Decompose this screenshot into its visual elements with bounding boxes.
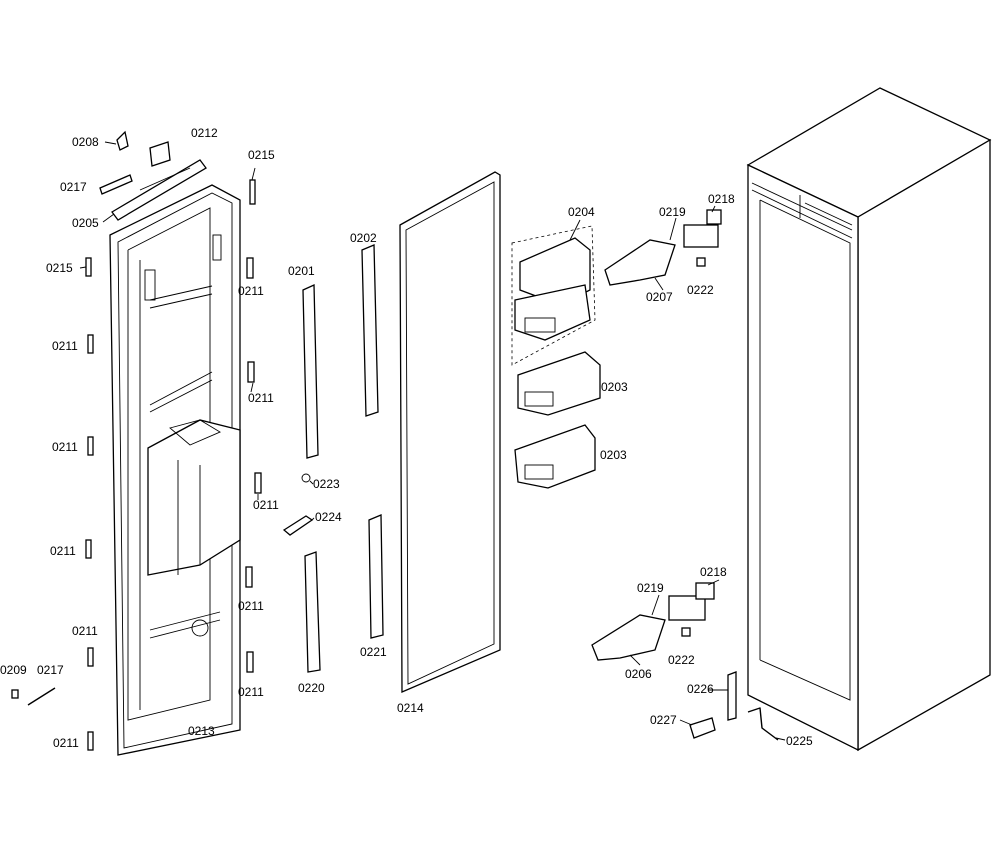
small-clips-middle: [245, 179, 314, 673]
part-label-0219: 0219: [659, 205, 686, 219]
part-label-0204: 0204: [568, 205, 595, 219]
part-label-0202: 0202: [350, 231, 377, 245]
cabinet-body: [746, 87, 992, 752]
part-label-0222: 0222: [687, 283, 714, 297]
part-label-0220: 0220: [298, 681, 325, 695]
part-label-0203: 0203: [601, 380, 628, 394]
part-label-0211: 0211: [53, 736, 79, 750]
door-strips: [302, 244, 384, 673]
part-label-0222: 0222: [668, 653, 695, 667]
upper-hinge: [604, 209, 722, 286]
part-label-0211: 0211: [253, 498, 279, 512]
part-label-0215: 0215: [46, 261, 73, 275]
part-label-0224: 0224: [315, 510, 342, 524]
part-label-0201: 0201: [288, 264, 315, 278]
door-bins: [511, 225, 601, 489]
part-label-0221: 0221: [360, 645, 387, 659]
part-label-0227: 0227: [650, 713, 677, 727]
part-label-0218: 0218: [708, 192, 735, 206]
part-label-0211: 0211: [52, 339, 78, 353]
part-label-0225: 0225: [786, 734, 813, 748]
part-label-0207: 0207: [646, 290, 673, 304]
leader-lines: [79, 141, 786, 741]
part-label-0211: 0211: [52, 440, 78, 454]
part-label-0218: 0218: [700, 565, 727, 579]
part-label-0209: 0209: [0, 663, 27, 677]
part-label-0211: 0211: [248, 391, 274, 405]
part-label-0213: 0213: [188, 724, 215, 738]
part-label-0212: 0212: [191, 126, 218, 140]
part-label-0223: 0223: [313, 477, 340, 491]
lower-hinge: [591, 582, 779, 741]
part-label-0211: 0211: [238, 685, 264, 699]
part-label-0217: 0217: [37, 663, 64, 677]
part-label-0211: 0211: [238, 284, 264, 298]
part-label-0208: 0208: [72, 135, 99, 149]
small-clips-left: [11, 257, 94, 751]
part-label-0211: 0211: [238, 599, 264, 613]
part-label-0205: 0205: [72, 216, 99, 230]
part-label-0206: 0206: [625, 667, 652, 681]
left-door-panel: [109, 184, 241, 756]
part-label-0215: 0215: [248, 148, 275, 162]
part-label-0211: 0211: [72, 624, 98, 638]
part-label-0226: 0226: [687, 682, 714, 696]
part-label-0214: 0214: [397, 701, 424, 715]
top-trim-parts: [99, 130, 207, 221]
part-label-0217: 0217: [60, 180, 87, 194]
door-gasket: [399, 171, 501, 693]
part-label-0211: 0211: [50, 544, 76, 558]
part-label-0219: 0219: [637, 581, 664, 595]
part-label-0203: 0203: [600, 448, 627, 462]
